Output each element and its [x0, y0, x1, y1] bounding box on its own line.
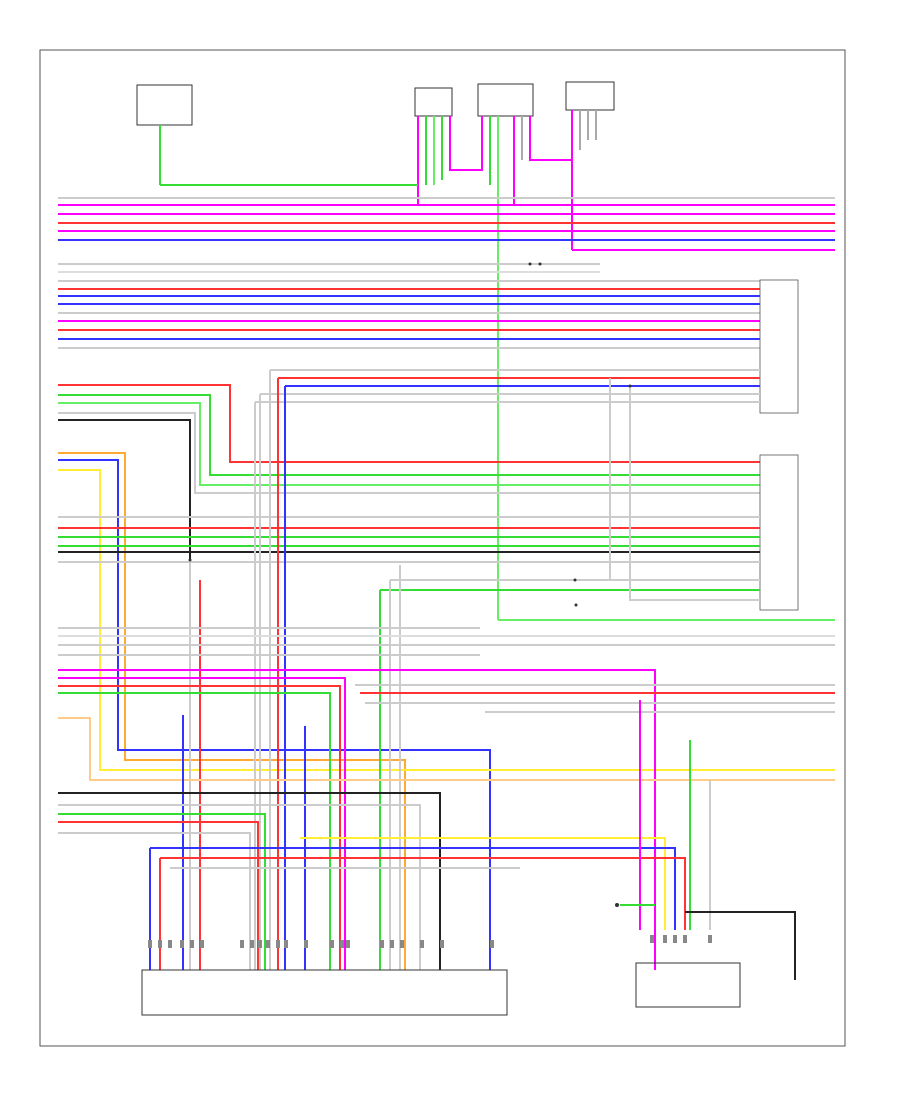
top-mid-component-a: [414, 87, 453, 117]
bottom-unit-pins: [148, 935, 712, 948]
top-left-component: [136, 84, 193, 185]
bus-group-2: [58, 263, 760, 349]
bus-group-6: [58, 700, 711, 970]
diagram-frame: [39, 49, 846, 1047]
bus-group-1: [58, 197, 835, 251]
bottom-main-unit: [141, 969, 508, 1016]
top-right-component: [565, 81, 615, 111]
bottom-right-unit: [635, 962, 741, 1008]
bus-group-5: [58, 627, 835, 970]
top-connector-wires: [160, 110, 597, 620]
bottom-right-ground: [685, 911, 796, 980]
right-connector-2: [759, 454, 799, 611]
right-connector-1: [759, 279, 799, 414]
bus-group-3: [58, 369, 760, 560]
bus-group-4: [58, 452, 835, 970]
top-mid-component-b: [477, 83, 534, 117]
junction-dots: [188, 262, 632, 907]
